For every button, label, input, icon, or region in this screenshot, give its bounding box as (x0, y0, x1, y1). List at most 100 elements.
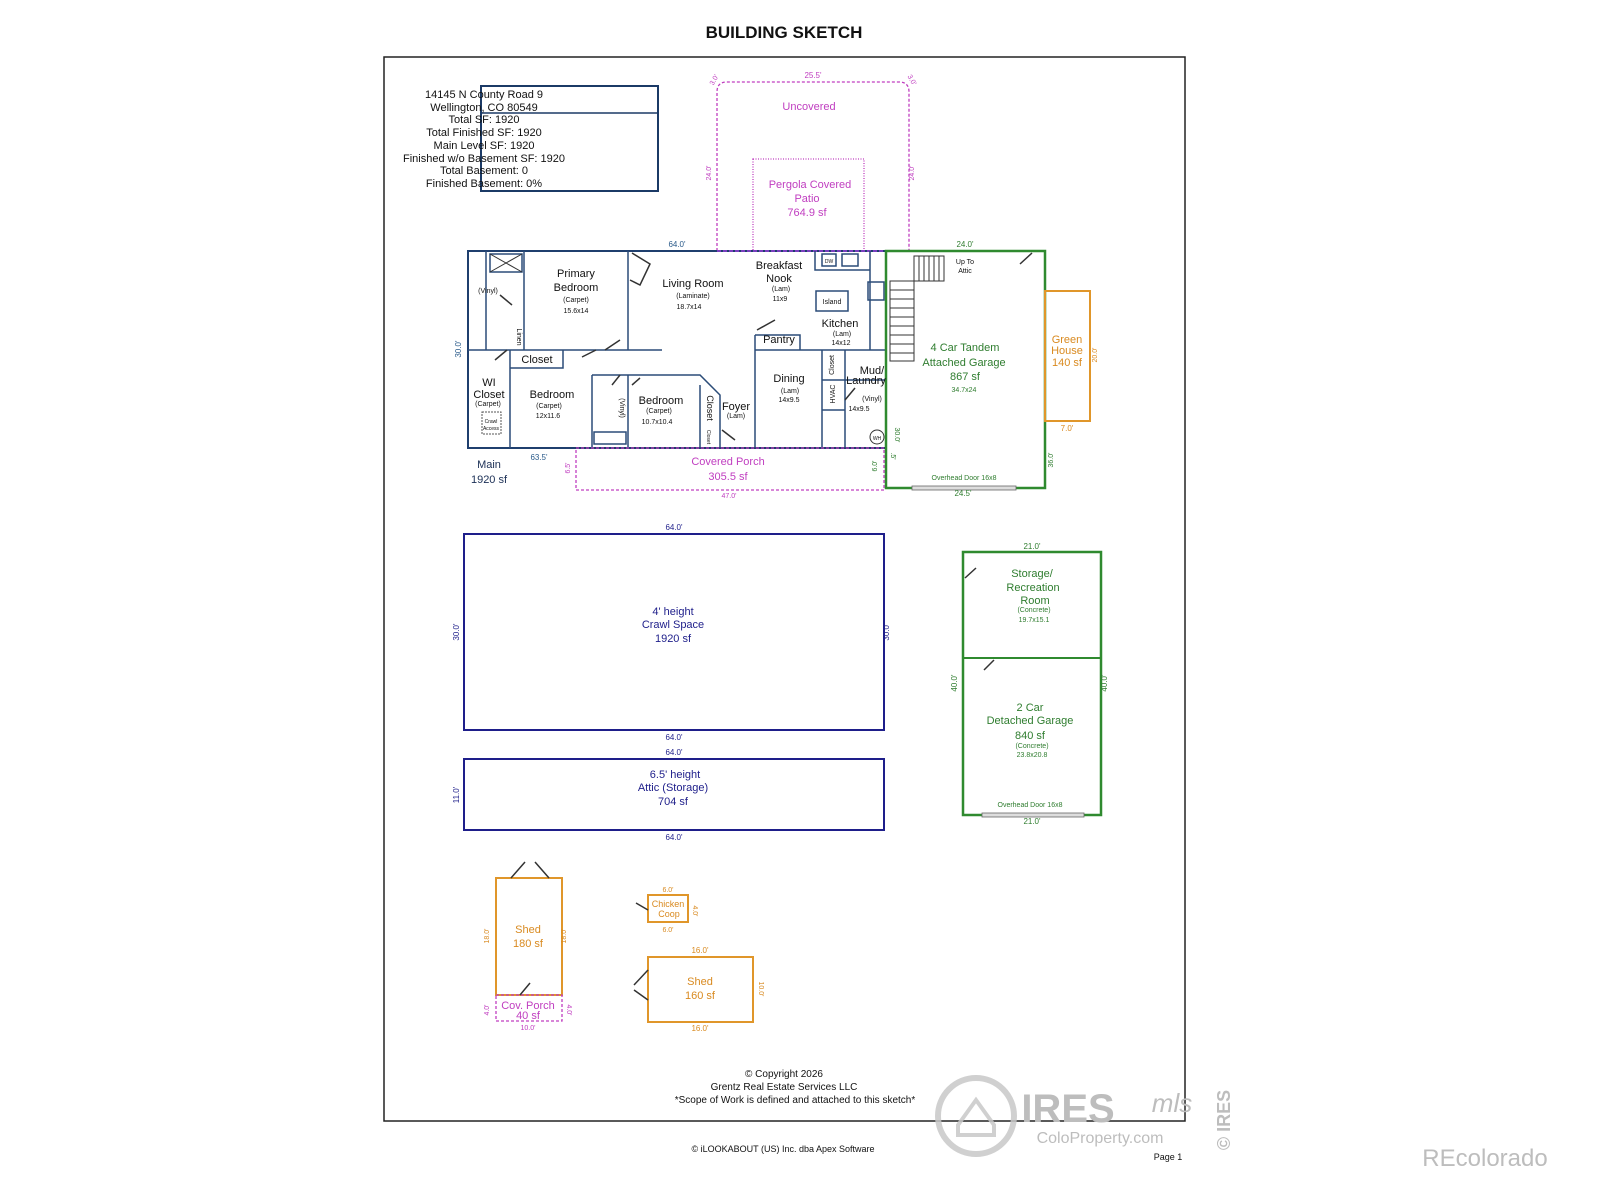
dimension: 21.0' (1023, 542, 1041, 551)
room-floor: (Concrete) (1015, 743, 1048, 750)
covered-porch-outline (575, 447, 885, 491)
garage-size: 34.7x24 (952, 387, 977, 394)
room-floor: (Lam) (772, 286, 790, 293)
room-name: HVAC (830, 385, 837, 404)
shed-name: Shed (687, 976, 713, 988)
garage-area: 867 sf (950, 371, 981, 383)
dimension: 36.0' (1048, 453, 1055, 468)
greenhouse-area: 140 sf (1052, 357, 1083, 369)
coloproperty-logo-text: ColoProperty.com (1037, 1130, 1164, 1147)
room-floor: (Vinyl) (478, 288, 498, 295)
overhead-door (911, 485, 1017, 491)
room-size: 12x11.6 (536, 413, 560, 420)
detached-garage-area: 840 sf (1015, 730, 1046, 742)
island (815, 290, 849, 312)
shed-porch-name: Cov. Porch (501, 1000, 555, 1012)
greenhouse-outline (1044, 290, 1091, 422)
room-floor: (Lam) (833, 331, 851, 338)
shower (489, 253, 523, 273)
dimension: 21.0' (1023, 817, 1041, 826)
stat-finished-sf: Total Finished SF: 1920 (426, 127, 542, 139)
room-name: Closet (521, 354, 552, 366)
room-name: WI (482, 377, 495, 389)
dimension: .5' (889, 452, 896, 459)
patio-uncovered-label: Uncovered (782, 101, 835, 113)
room-name: Living Room (662, 278, 723, 290)
company-text: Grentz Real Estate Services LLC (711, 1082, 858, 1093)
room-name: Foyer (722, 401, 750, 413)
detached-garage-walls (961, 550, 1103, 818)
room-name: Kitchen (822, 318, 859, 330)
info-box (480, 85, 659, 192)
ires-vertical-text: © IRES (1214, 1090, 1234, 1150)
room-name: Linen (515, 328, 522, 345)
room-name: Bedroom (554, 282, 599, 294)
room-floor: (Concrete) (1017, 607, 1050, 614)
dimension: 4.0' (484, 1004, 491, 1015)
range (867, 281, 885, 301)
recolorado-logo-text: REcolorado (1422, 1145, 1547, 1172)
room-floor: (Carpet) (536, 403, 562, 410)
patio-label: Pergola Covered (769, 179, 852, 191)
room-size: 11x9 (773, 296, 788, 303)
detached-garage-name: 2 Car (1017, 702, 1044, 714)
room-floor: (Lam) (781, 388, 799, 395)
dimension: 6.5' (565, 462, 572, 473)
dimension: 6.0' (662, 927, 673, 934)
patio-label: Patio (794, 193, 819, 205)
shed-area: 180 sf (513, 938, 544, 950)
dimension: 6.0' (872, 460, 879, 471)
room-floor: (Lam) (727, 413, 745, 420)
stat-basement: Total Basement: 0 (440, 165, 528, 177)
dimension: 40.0' (1100, 674, 1109, 692)
dimension: 25.5' (804, 71, 822, 80)
porch-area: 305.5 sf (708, 471, 748, 483)
room-name: Closet (473, 389, 504, 401)
software-credit: © iLOOKABOUT (US) Inc. dba Apex Software (691, 1144, 874, 1154)
dimension: 30.0' (893, 428, 900, 443)
dishwasher (821, 253, 837, 267)
storage-room-name: Recreation (1006, 582, 1059, 594)
ires-watermark (935, 1075, 1017, 1157)
crawl-name: Crawl Space (642, 619, 704, 631)
room-name: Dining (773, 373, 804, 385)
shed-porch-outline (495, 994, 563, 1022)
dimension: 16.0' (691, 946, 709, 955)
dimension: 24.0' (909, 166, 916, 181)
dimension: 10.0' (757, 982, 764, 997)
dimension: 24.0' (956, 240, 974, 249)
dimension: 30.0' (454, 340, 463, 358)
room-floor: (Carpet) (475, 401, 501, 408)
appliance-label: DW (825, 259, 834, 265)
shed-area: 160 sf (685, 990, 716, 1002)
coop-name: Coop (658, 909, 680, 919)
stat-finished-no-basement: Finished w/o Basement SF: 1920 (403, 153, 565, 165)
dimension: 40.0' (950, 674, 959, 692)
attic-area: 704 sf (658, 796, 689, 808)
stat-total-sf: Total SF: 1920 (449, 114, 520, 126)
water-heater (869, 429, 885, 445)
dimension: 10.0' (521, 1025, 536, 1032)
shed-160-outline (647, 956, 754, 1023)
room-name: Closet (829, 355, 836, 375)
room-name: Pantry (763, 334, 795, 346)
room-name: Nook (766, 273, 792, 285)
attic-height: 6.5' height (650, 769, 700, 781)
porch-name: Covered Porch (691, 456, 764, 468)
address-line: 14145 N County Road 9 (425, 89, 543, 101)
crawl-height: 4' height (652, 606, 693, 618)
crawl-access (481, 411, 502, 435)
dimension: 6.0' (662, 887, 673, 894)
overhead-door-label: Overhead Door 16x8 (932, 475, 997, 482)
room-size: 15.6x14 (564, 308, 589, 315)
room-floor: (Carpet) (646, 408, 672, 415)
room-size: 14x9.5 (848, 406, 869, 413)
page-title: BUILDING SKETCH (706, 23, 863, 42)
dimension: 4.0' (565, 1004, 572, 1015)
dimension: 63.5' (530, 453, 548, 462)
room-size: 10.7x10.4 (642, 419, 673, 426)
dimension: 3.0' (709, 74, 721, 87)
room-size: 14x9.5 (778, 397, 799, 404)
room-name: Primary (557, 268, 595, 280)
